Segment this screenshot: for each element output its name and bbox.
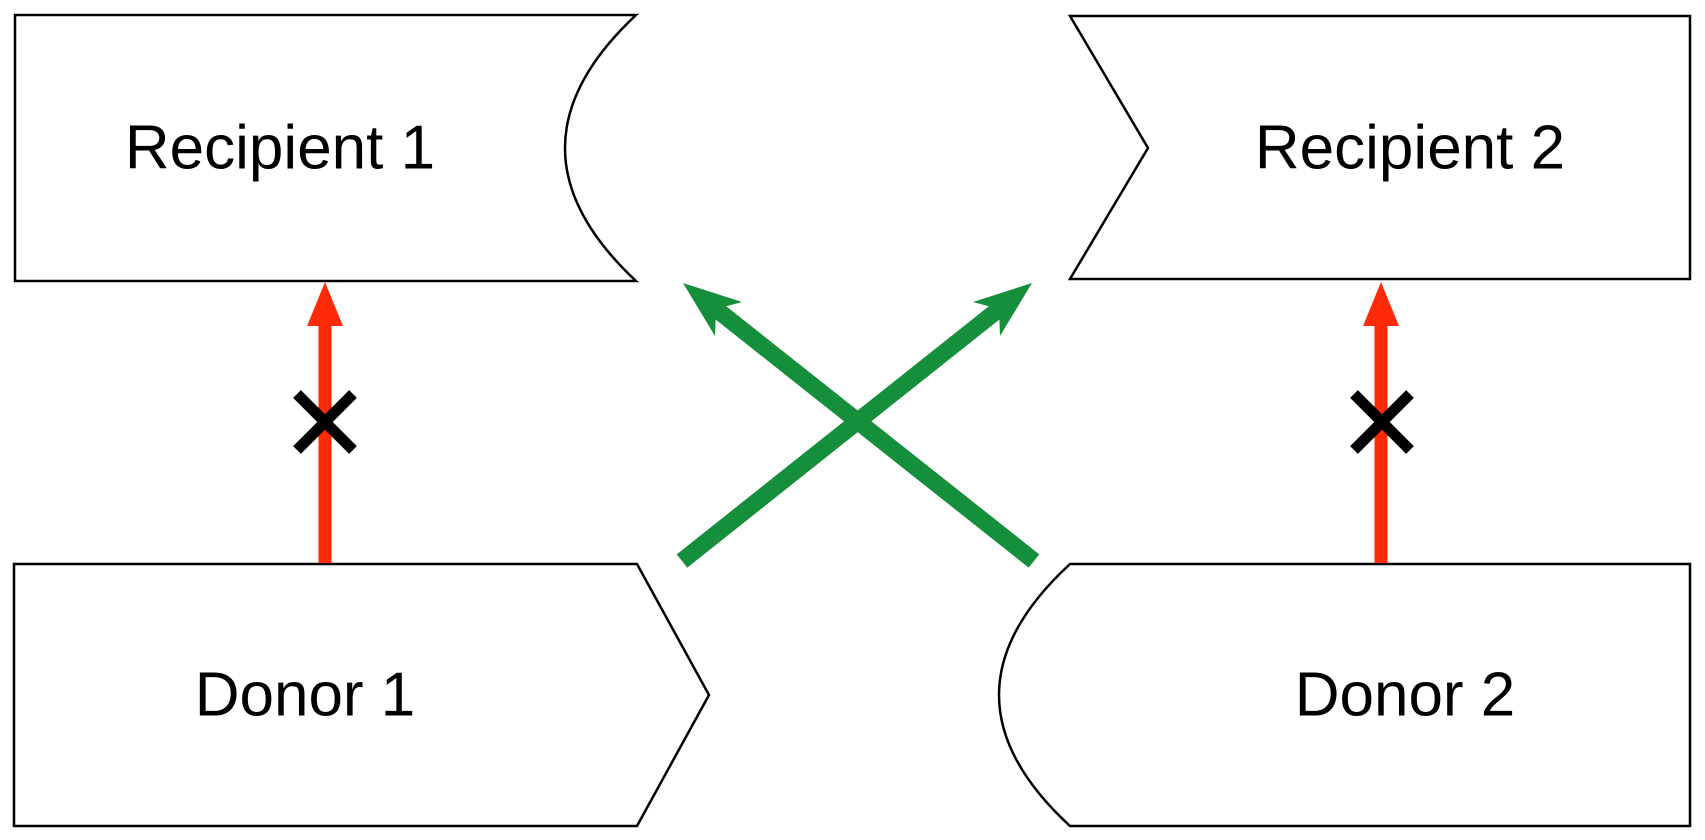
recipient-1-box [13, 13, 640, 283]
recipient-2-box [1067, 14, 1692, 281]
arrow-donor2-to-recipient1-head [683, 283, 742, 336]
arrow-donor2-to-recipient1 [683, 283, 1040, 568]
blocked-x-icon [1350, 390, 1414, 454]
arrow-donor1-to-recipient2-head [973, 283, 1032, 336]
donor-1-label: Donor 1 [195, 661, 416, 730]
arrow-donor2-to-recipient2 [1350, 282, 1414, 563]
arrow-donor2-to-recipient2-head [1363, 282, 1399, 326]
arrow-donor1-to-recipient1 [293, 282, 357, 563]
arrow-donor1-to-recipient1-head [307, 282, 343, 326]
donor-1-box [12, 562, 711, 828]
arrow-donor1-to-recipient2 [676, 283, 1032, 568]
blocked-x-icon [293, 390, 357, 454]
arrow-donor2-to-recipient1-shaft [710, 302, 1040, 568]
donor-2-label: Donor 2 [1295, 661, 1516, 730]
arrow-donor1-to-recipient2-shaft [676, 302, 1005, 568]
recipient-1-label: Recipient 1 [125, 114, 435, 183]
donor-2-box [997, 562, 1692, 828]
recipient-2-label: Recipient 2 [1255, 114, 1565, 183]
